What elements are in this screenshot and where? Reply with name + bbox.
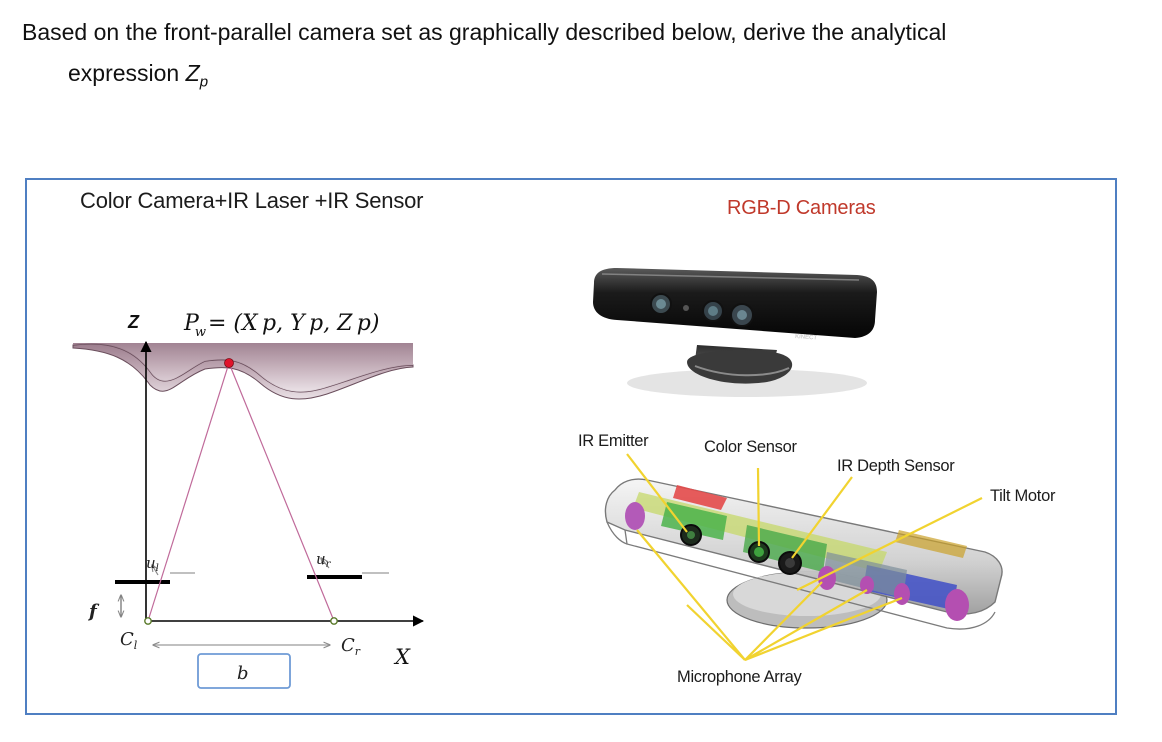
zp-variable: Zp (185, 60, 208, 91)
label-ir-emitter: IR Emitter (578, 432, 649, 450)
z-axis-label: Z (127, 312, 140, 332)
kinect-logo: KINECT (795, 334, 818, 342)
u-left-label: ul (146, 554, 159, 574)
u-right-label: ur (316, 550, 332, 570)
callout-lines (626, 453, 983, 662)
stereo-diagram: Z Pw= (X p, Y p, Z p) X f ul ur Cl Cr b (72, 311, 425, 689)
baseline-box (197, 653, 291, 689)
right-camera-center (330, 617, 338, 625)
world-point-marker (224, 358, 234, 368)
kinect-cutaway (604, 453, 1003, 662)
kinect-bar (593, 268, 877, 338)
rgbd-cameras-title: RGB-D Cameras (727, 197, 876, 219)
world-point-coordinates: = (X p, Y p, Z p) (208, 311, 379, 336)
zp-main: Z (185, 60, 200, 86)
baseline-label: b (237, 663, 249, 684)
left-camera-center (144, 617, 152, 625)
left-figure-title: Color Camera+IR Laser +IR Sensor (80, 188, 424, 213)
world-point-label: Pw= (X p, Y p, Z p) (183, 311, 379, 340)
question-line-2: expression Zp (22, 53, 1132, 103)
figure-drawing: Z Pw= (X p, Y p, Z p) X f ul ur Cl Cr b (72, 268, 1003, 689)
label-color-sensor: Color Sensor (704, 438, 797, 456)
kinect-photo: KINECT (593, 268, 877, 397)
c-right-label: Cr (341, 635, 361, 658)
focal-label: f (87, 601, 100, 622)
label-tilt-motor: Tilt Motor (990, 487, 1056, 505)
question-text: Based on the front-parallel camera set a… (22, 12, 1132, 103)
right-ray (228, 362, 335, 622)
x-axis-label: X (393, 645, 411, 669)
label-microphone-array: Microphone Array (677, 668, 802, 686)
c-left-label: Cl (120, 629, 138, 652)
question-line-1: Based on the front-parallel camera set a… (22, 19, 947, 45)
zp-sub: p (199, 73, 209, 91)
figure-box: Color Camera+IR Laser +IR Sensor RGB-D C… (25, 178, 1117, 715)
label-ir-depth-sensor: IR Depth Sensor (837, 457, 955, 475)
question-line-2-prefix: expression (68, 60, 186, 86)
left-ray (147, 362, 230, 622)
